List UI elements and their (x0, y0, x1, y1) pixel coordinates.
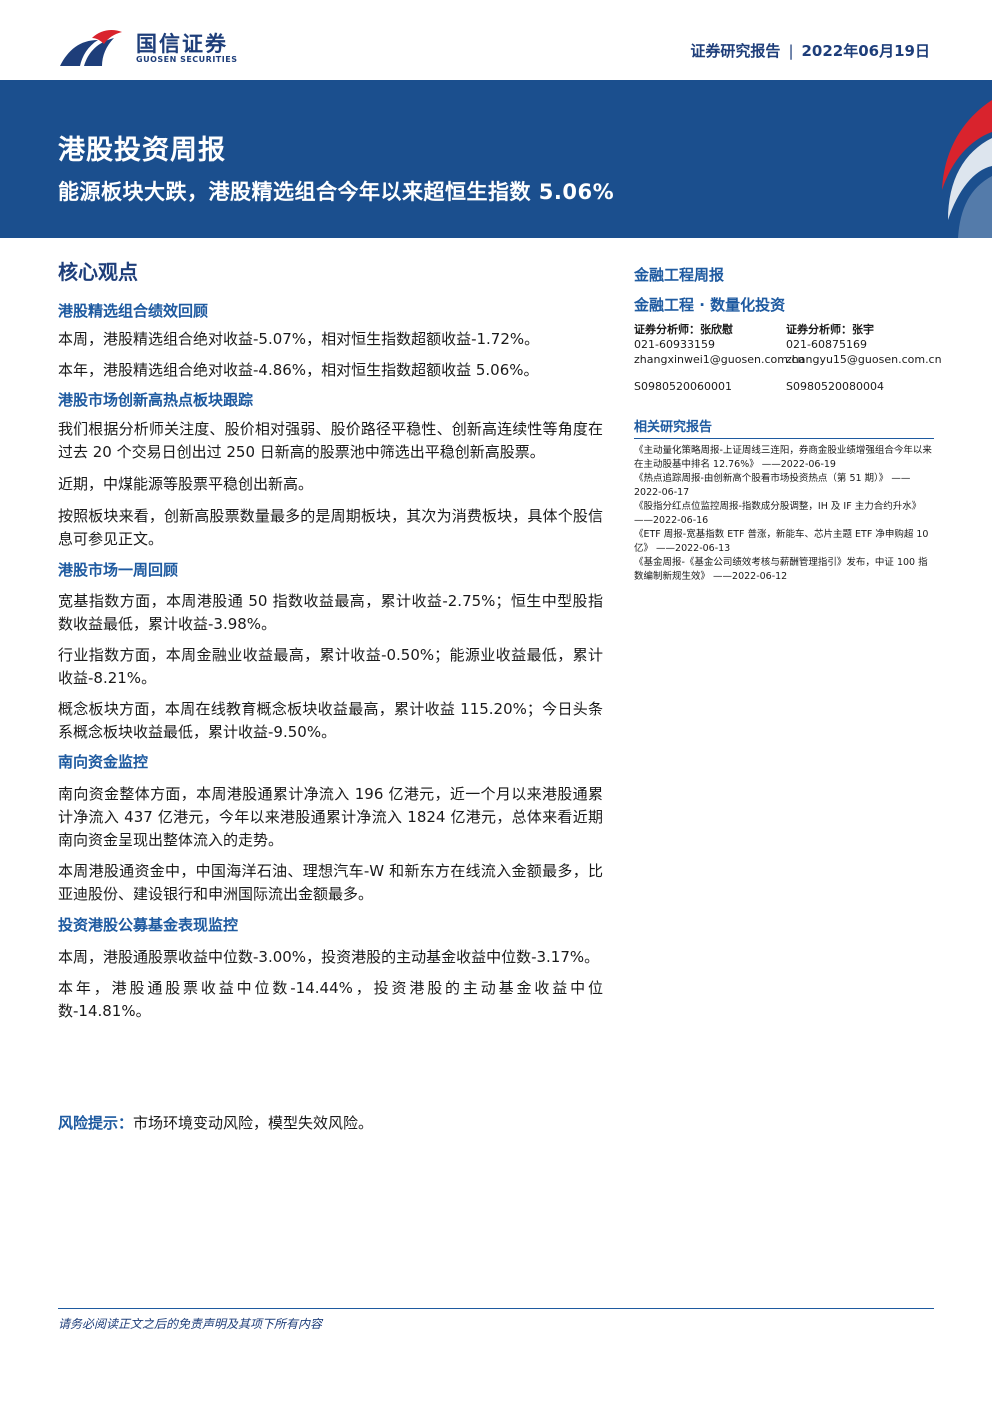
paragraph: 近期，中煤能源等股票平稳创出新高。 (58, 475, 314, 493)
paragraph: 本周，港股精选组合绝对收益-5.07%，相对恒生指数超额收益-1.72%。 (58, 330, 540, 348)
section-heading: 港股精选组合绩效回顾 (58, 302, 209, 320)
report-category: 金融工程周报 (634, 266, 725, 284)
related-reports-list: 《主动量化策略周报-上证周线三连阳，券商金股业绩增强组合今年以来在主动股基中排名… (634, 444, 934, 583)
risk-warning: 风险提示：市场环境变动风险，模型失效风险。 (58, 1112, 373, 1133)
section-weekly-review: 港股市场一周回顾 宽基指数方面，本周港股通 50 指数收益最高，累计收益-2.7… (58, 558, 603, 744)
logo-text-cn: 国信证券 (136, 32, 228, 56)
section-southbound-funds: 南向资金监控 南向资金整体方面，本周港股通累计净流入 196 亿港元，近一个月以… (58, 750, 603, 906)
footer-disclaimer: 请务必阅读正文之后的免责声明及其项下所有内容 (58, 1317, 323, 1331)
footer-divider (58, 1308, 934, 1309)
paragraph: 南向资金整体方面，本周港股通累计净流入 196 亿港元，近一个月以来港股通累计净… (58, 785, 603, 849)
core-views: 核心观点 港股精选组合绩效回顾 本周，港股精选组合绝对收益-5.07%，相对恒生… (58, 256, 603, 1023)
section-heading: 港股市场一周回顾 (58, 561, 179, 579)
report-date: 2022年06月19日 (801, 42, 931, 60)
analyst-license: S0980520060001 (634, 380, 732, 393)
paragraph: 行业指数方面，本周金融业收益最高，累计收益-0.50%；能源业收益最低，累计收益… (58, 646, 603, 687)
analyst-name: 证券分析师：张欣慰 (634, 323, 733, 336)
banner-decoration (942, 100, 992, 238)
paragraph: 概念板块方面，本周在线教育概念板块收益最高，累计收益 115.20%；今日头条系… (58, 700, 603, 741)
related-report-item[interactable]: 《股指分红点位监控周报-指数成分股调整，IH 及 IF 主力合约升水》 ——20… (634, 501, 922, 526)
section-heading: 投资港股公募基金表现监控 (58, 916, 239, 934)
section-heading: 港股市场创新高热点板块跟踪 (58, 391, 254, 409)
header-separator: | (788, 42, 794, 60)
section-heading: 南向资金监控 (58, 753, 149, 771)
report-subtitle: 能源板块大跌，港股精选组合今年以来超恒生指数 5.06% (58, 180, 615, 204)
related-report-item[interactable]: 《ETF 周报-宽基指数 ETF 普涨，新能车、芯片主题 ETF 净申购超 10… (634, 529, 929, 554)
related-report-item[interactable]: 《热点追踪周报-由创新高个股看市场投资热点（第 51 期）》 ——2022-06… (634, 473, 911, 498)
title-banner: 港股投资周报 能源板块大跌，港股精选组合今年以来超恒生指数 5.06% (0, 80, 992, 238)
paragraph: 本年，港股通股票收益中位数-14.44%，投资港股的主动基金收益中位数-14.8… (58, 979, 603, 1020)
section-fund-monitor: 投资港股公募基金表现监控 本周，港股通股票收益中位数-3.00%，投资港股的主动… (58, 913, 603, 1023)
paragraph: 宽基指数方面，本周港股通 50 指数收益最高，累计收益-2.75%；恒生中型股指… (58, 592, 603, 633)
related-report-item[interactable]: 《基金周报-《基金公司绩效考核与薪酬管理指引》发布，中证 100 指数编制新规生… (634, 557, 928, 582)
analyst-phone: 021-60875169 (786, 338, 867, 351)
analyst-phone: 021-60933159 (634, 338, 715, 351)
related-reports-title: 相关研究报告 (634, 416, 934, 439)
top-bar: 国信证券 GUOSEN SECURITIES 证券研究报告 | 2022年06月19… (0, 0, 992, 80)
analyst-1: 证券分析师：张欣慰 021-60933159 zhangxinwei1@guos… (634, 322, 804, 394)
analyst-license: S0980520080004 (786, 380, 884, 393)
risk-text: 市场环境变动风险，模型失效风险。 (133, 1114, 374, 1132)
report-subcategory: 金融工程 · 数量化投资 (634, 296, 786, 314)
related-reports: 相关研究报告 《主动量化策略周报-上证周线三连阳，券商金股业绩增强组合今年以来在… (634, 416, 934, 584)
section-new-high-tracking: 港股市场创新高热点板块跟踪 我们根据分析师关注度、股价相对强弱、股价路径平稳性、… (58, 388, 603, 551)
analyst-2: 证券分析师：张宇 021-60875169 zhangyu15@guosen.c… (786, 322, 942, 394)
paragraph: 我们根据分析师关注度、股价相对强弱、股价路径平稳性、创新高连续性等角度在过去 2… (58, 420, 603, 461)
core-views-title: 核心观点 (58, 260, 138, 284)
report-title: 港股投资周报 (58, 135, 226, 166)
guosen-logo: 国信证券 GUOSEN SECURITIES (58, 24, 238, 70)
analyst-email[interactable]: zhangxinwei1@guosen.com.cn (634, 353, 805, 366)
paragraph: 按照板块来看，创新高股票数量最多的是周期板块，其次为消费板块，具体个股信息可参见… (58, 507, 603, 548)
risk-label: 风险提示： (58, 1114, 134, 1132)
sidebar: 金融工程周报 金融工程 · 数量化投资 证券分析师：张欣慰 021-609331… (634, 260, 942, 582)
logo-text-en: GUOSEN SECURITIES (136, 55, 238, 64)
related-report-item[interactable]: 《主动量化策略周报-上证周线三连阳，券商金股业绩增强组合今年以来在主动股基中排名… (634, 445, 932, 470)
section-portfolio-review: 港股精选组合绩效回顾 本周，港股精选组合绝对收益-5.07%，相对恒生指数超额收… (58, 299, 603, 382)
guosen-logo-icon (60, 30, 122, 66)
report-meta: 证券研究报告 | 2022年06月19日 (690, 40, 930, 61)
analyst-name: 证券分析师：张宇 (786, 323, 874, 336)
paragraph: 本年，港股精选组合绝对收益-4.86%，相对恒生指数超额收益 5.06%。 (58, 361, 539, 379)
analyst-email[interactable]: zhangyu15@guosen.com.cn (786, 353, 942, 366)
paragraph: 本周，港股通股票收益中位数-3.00%，投资港股的主动基金收益中位数-3.17%… (58, 948, 600, 966)
report-type: 证券研究报告 (690, 42, 781, 60)
paragraph: 本周港股通资金中，中国海洋石油、理想汽车-W 和新东方在线流入金额最多，比亚迪股… (58, 862, 603, 903)
